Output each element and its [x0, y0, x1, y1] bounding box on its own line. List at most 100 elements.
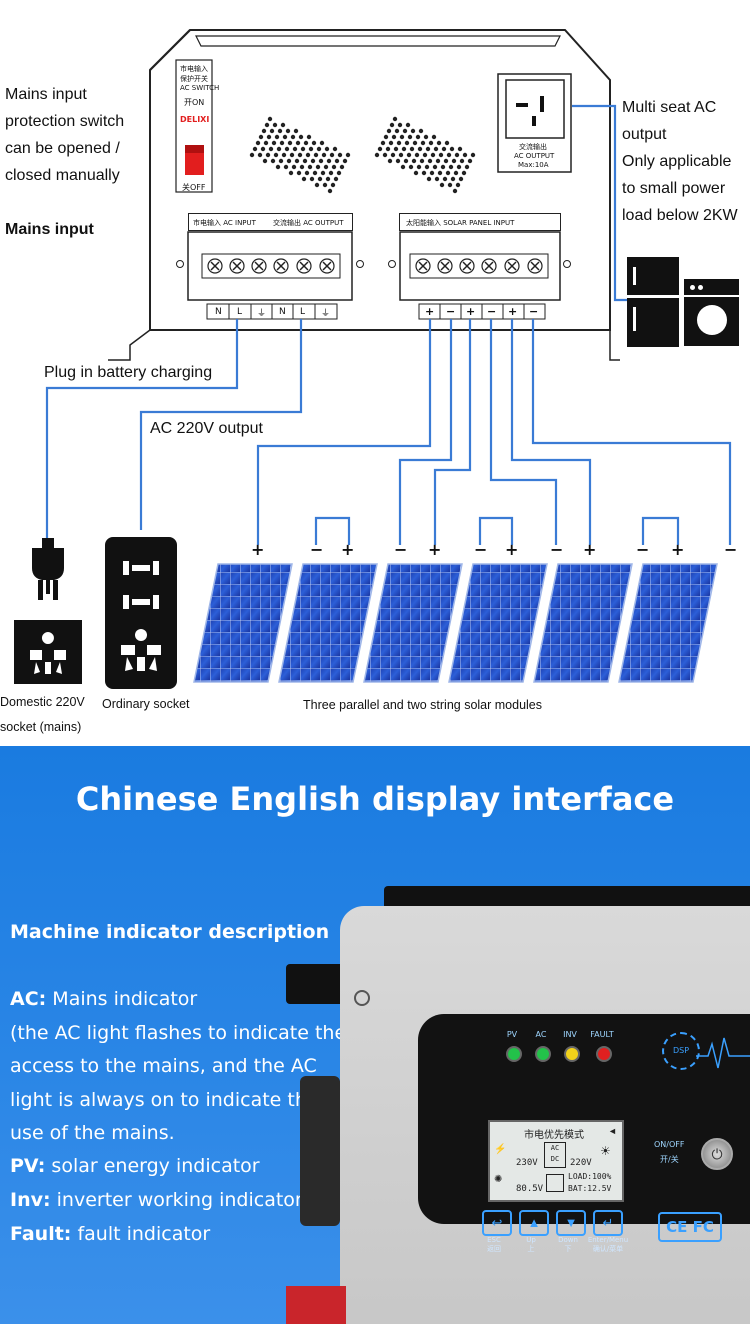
switch-label-en: AC SWITCH: [180, 84, 220, 92]
solar-panel: [533, 563, 633, 683]
speaker-icon: ◄: [608, 1126, 617, 1136]
solar-panel: [448, 563, 548, 683]
switch-off-label: 关OFF: [182, 183, 206, 192]
lcd-in-volt: 230V: [516, 1158, 538, 1168]
heartbeat-icon: [696, 1037, 750, 1069]
pv-indicator-desc: PV: solar energy indicator: [10, 1155, 260, 1177]
solar-mark-4: −: [487, 305, 497, 318]
washing-machine-icon: [684, 279, 739, 346]
solar-mark-6: −: [529, 305, 539, 318]
outlet-label-cn: 交流输出: [519, 143, 547, 151]
panel-polarity-4: −: [394, 540, 408, 559]
sun-icon: ✺: [494, 1174, 503, 1185]
led-ac: [535, 1046, 551, 1062]
onoff-label-cn: 开/关: [660, 1155, 679, 1164]
screw-icon: [354, 990, 370, 1006]
led-label-fault: FAULT: [590, 1030, 614, 1039]
ac-indicator-desc: AC: Mains indicator: [10, 988, 198, 1010]
panel-polarity-6: −: [474, 540, 488, 559]
solar-panel: [193, 563, 293, 683]
lcd-bat: BAT:12.5V: [568, 1184, 612, 1193]
led-label-ac: AC: [535, 1030, 547, 1039]
mains-input-label: Mains input: [5, 221, 94, 238]
panel-polarity-1: +: [251, 540, 265, 559]
bulb-icon: ☀: [600, 1144, 611, 1158]
dsp-badge: DSP: [662, 1032, 700, 1070]
domestic-socket-label: Domestic 220V socket (mains): [0, 695, 85, 734]
solar-mark-1: +: [425, 305, 435, 318]
led-row: PV AC INV FAULT: [500, 1030, 635, 1070]
switch-on-label: 开ON: [184, 98, 205, 107]
switch-label-cn: 市电输入: [180, 65, 208, 73]
solar-panels: [193, 563, 718, 683]
fridge-icon: [627, 257, 679, 347]
control-panel: PV AC INV FAULT DSP 市电优先模式 ◄ ⚡ 230V AC D…: [418, 1014, 750, 1242]
machine-side-rail: [300, 1076, 340, 1226]
lcd-pv-volt: 80.5V: [516, 1184, 544, 1194]
ac-detail: (the AC light flashes to indicate the ac…: [10, 1022, 347, 1145]
enter-button[interactable]: ↵: [593, 1210, 623, 1236]
panel-polarity-2: −: [310, 540, 324, 559]
switch-brand: DELIXI: [180, 115, 210, 124]
lcd-acdc: AC DC: [544, 1142, 566, 1168]
mains-switch-note: Mains input protection switch can be ope…: [5, 86, 125, 184]
ordinary-socket-label: Ordinary socket: [102, 697, 190, 711]
switch-label-cn2: 保护开关: [180, 75, 208, 83]
onoff-label-en: ON/OFF: [654, 1140, 685, 1149]
led-fault: [596, 1046, 612, 1062]
lcd-title: 市电优先模式: [524, 1130, 584, 1141]
inverter-outline: [45, 29, 732, 545]
panel-polarity-3: +: [341, 540, 355, 559]
lcd-screen: 市电优先模式 ◄ ⚡ 230V AC DC 220V ☀ ✺ 80.5V LOA…: [488, 1120, 624, 1202]
plug-icon: [32, 538, 64, 600]
machine-red-base: [286, 1286, 346, 1324]
ac-mark-l2: L: [300, 307, 306, 317]
wiring-diagram: Mains input protection switch can be ope…: [0, 29, 739, 734]
battery-icon: [546, 1174, 564, 1192]
led-label-inv: INV: [563, 1030, 577, 1039]
ac-mark-ground1: ⏚: [257, 309, 267, 319]
ordinary-socket-icon: [105, 537, 177, 689]
panel-polarity-5: +: [428, 540, 442, 559]
ac-mark-n1: N: [215, 307, 222, 317]
esc-button[interactable]: ↩: [482, 1210, 512, 1236]
solar-panel: [618, 563, 718, 683]
down-button[interactable]: ▼: [556, 1210, 586, 1236]
ac-mark-n2: N: [279, 307, 286, 317]
up-button[interactable]: ▲: [519, 1210, 549, 1236]
display-headline: Chinese English display interface: [75, 780, 675, 818]
ce-fc-badge: CE FC: [658, 1212, 722, 1242]
panel-polarity-10: −: [636, 540, 650, 559]
solar-mark-2: −: [446, 305, 456, 318]
led-label-pv: PV: [506, 1030, 518, 1039]
ac-mark-l1: L: [237, 307, 243, 317]
ac-output-note: Multi seat AC output Only applicable to …: [622, 99, 738, 224]
panel-polarity-9: +: [583, 540, 597, 559]
solar-mark-5: +: [508, 305, 518, 318]
panel-polarity-12: −: [724, 540, 738, 559]
outlet-label-en: AC OUTPUT: [514, 152, 555, 160]
plug-label: Plug in battery charging: [44, 364, 213, 381]
ac-mark-ground2: ⏚: [321, 309, 331, 319]
display-section: Chinese English display interface Machin…: [0, 746, 750, 1324]
power-button[interactable]: ⏻: [701, 1138, 733, 1170]
panel-polarity-7: +: [505, 540, 519, 559]
lcd-out-volt: 220V: [570, 1158, 592, 1168]
led-pv: [506, 1046, 522, 1062]
outlet-max: Max:10A: [518, 161, 549, 169]
panel-polarity-11: +: [671, 540, 685, 559]
tower-icon: ⚡: [494, 1144, 507, 1155]
ac-terminal-header: 市电输入 AC INPUT 交流输出 AC OUTPUT: [188, 213, 353, 231]
panel-polarity-8: −: [550, 540, 564, 559]
lcd-load: LOAD:100%: [568, 1172, 612, 1181]
solar-panel: [363, 563, 463, 683]
led-inv: [564, 1046, 580, 1062]
solar-panel: [278, 563, 378, 683]
solar-terminal-header: 太阳能输入 SOLAR PANEL INPUT: [399, 213, 561, 231]
solar-mark-3: +: [466, 305, 476, 318]
ac-output-label: AC 220V output: [150, 420, 263, 437]
